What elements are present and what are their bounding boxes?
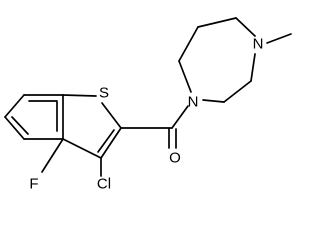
methyl-nitrogen-atom-label: N [253,36,264,53]
bond-s-c2 [101,102,122,129]
bond-c6-c5 [4,116,25,140]
bond-c4-f [41,138,64,173]
bond-c2-c3-inner [97,129,115,153]
bond-c-c-right [223,80,252,103]
bond-c3-c3a [62,138,102,159]
sulfur-atom-label: S [99,85,109,102]
bond-c-n4 [235,17,256,37]
chemical-structure-diagram: S Cl F O N N [4,17,292,193]
bond-c-c-top [197,17,237,28]
bond-n4-methyl [266,33,292,44]
benzene-ring [4,94,64,140]
thiophene-ring [62,94,122,159]
bond-n4-c [250,53,256,82]
fluorine-atom-label: F [29,176,38,193]
carbonyl-group [120,105,189,149]
amide-nitrogen-atom-label: N [188,94,199,111]
bond-c6-c5-inner [11,116,29,135]
oxygen-atom-label: O [169,150,181,167]
bond-carbonyl-n [171,105,189,129]
bond-c-c-left [178,26,199,62]
diazepane-ring [178,17,256,103]
bond-n1-c [178,60,192,93]
bond-c2-c3 [100,127,122,159]
bond-c7-c6 [4,94,25,118]
bond-c7a-s [62,94,97,97]
chlorine-atom-label: Cl [97,176,111,193]
bond-c-n1 [202,99,225,103]
